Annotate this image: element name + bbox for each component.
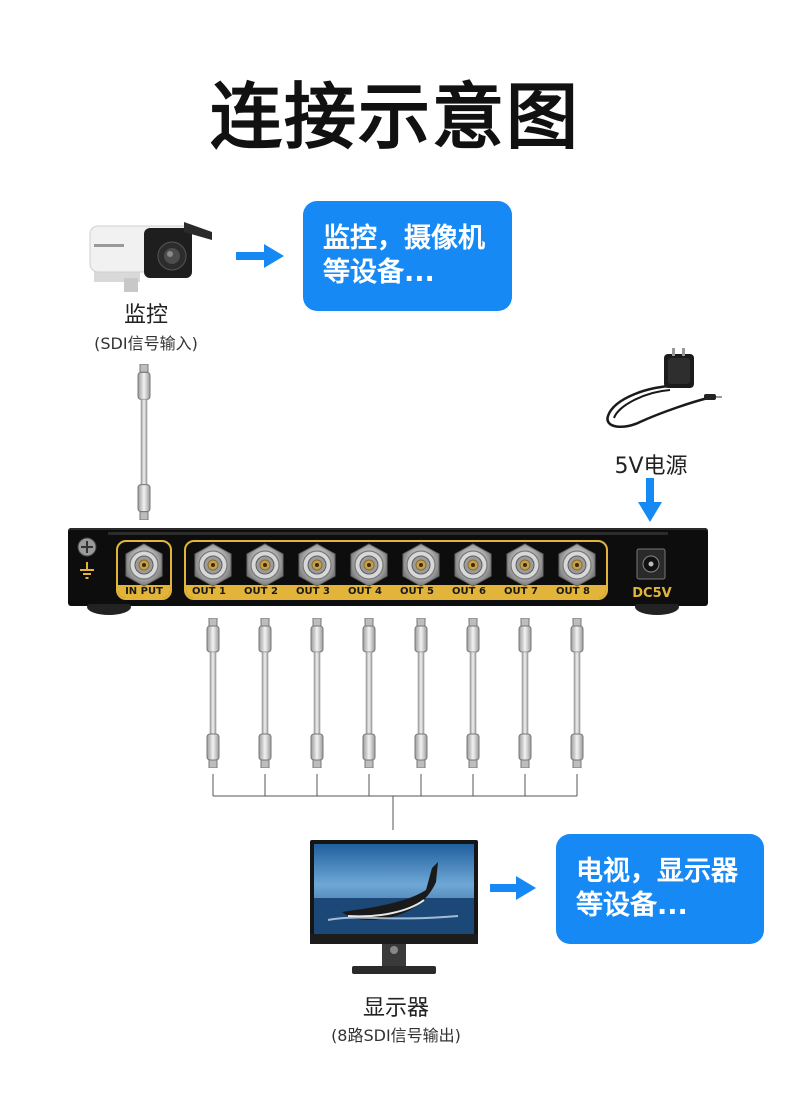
arrow-right-icon [236,244,284,268]
display-bubble-line1: 电视，显示器 [576,856,738,887]
output-bnc-port-5[interactable] [399,543,443,587]
output-port-label-7: OUT 7 [504,586,538,597]
output-port-label-5: OUT 5 [400,586,434,597]
output-cable-5 [411,618,431,768]
output-bnc-port-2[interactable] [243,543,287,587]
input-bnc-port[interactable] [122,543,166,587]
output-port-label-1: OUT 1 [192,586,226,597]
power-label: 5V电源 [614,454,688,479]
display-label: 显示器 [362,996,429,1021]
output-bnc-port-6[interactable] [451,543,495,587]
output-bnc-port-7[interactable] [503,543,547,587]
device-top-edge [108,532,668,535]
output-cable-4 [359,618,379,768]
output-cable-8 [567,618,587,768]
output-port-label-4: OUT 4 [348,586,382,597]
source-bubble-line1: 监控，摄像机 [323,223,485,254]
output-bnc-port-8[interactable] [555,543,599,587]
arrow-down-icon [638,478,662,522]
output-port-label-2: OUT 2 [244,586,278,597]
output-cable-7 [515,618,535,768]
input-port-box [116,540,172,600]
output-bnc-port-3[interactable] [295,543,339,587]
arrow-right-icon [490,876,536,900]
output-label-bar [186,585,606,598]
device-foot-right [635,604,679,615]
display-bubble-line2: 等设备... [576,890,688,921]
output-port-label-6: OUT 6 [452,586,486,597]
camera-icon [89,222,212,292]
monitor-icon [310,840,478,974]
input-label-bar [118,585,170,598]
source-bubble-line2: 等设备... [323,257,435,288]
page-title: 连接示意图 [209,75,580,159]
source-devices-bubble: 监控，摄像机 等设备... [303,201,512,311]
source-label: 监控 [123,303,168,328]
output-cable-6 [463,618,483,768]
output-ports-box [184,540,608,600]
output-port-label-8: OUT 8 [556,586,590,597]
dc-port-label: DC5V [632,586,672,601]
output-bnc-port-4[interactable] [347,543,391,587]
output-cable-2 [255,618,275,768]
source-sublabel: (SDI信号输入) [94,334,198,353]
output-cable-1 [203,618,223,768]
dc-power-jack[interactable] [636,548,666,580]
power-adapter-icon [606,348,722,429]
input-port-label: IN PUT [125,586,163,597]
output-port-label-3: OUT 3 [296,586,330,597]
ground-screw-icon [77,537,97,579]
device-foot-left [87,604,131,615]
input-cable [134,364,154,520]
output-cable-3 [307,618,327,768]
display-devices-bubble: 电视，显示器 等设备... [556,834,764,944]
output-bnc-port-1[interactable] [191,543,235,587]
output-bracket-lines [212,774,578,830]
display-sublabel: (8路SDI信号输出) [331,1026,461,1045]
